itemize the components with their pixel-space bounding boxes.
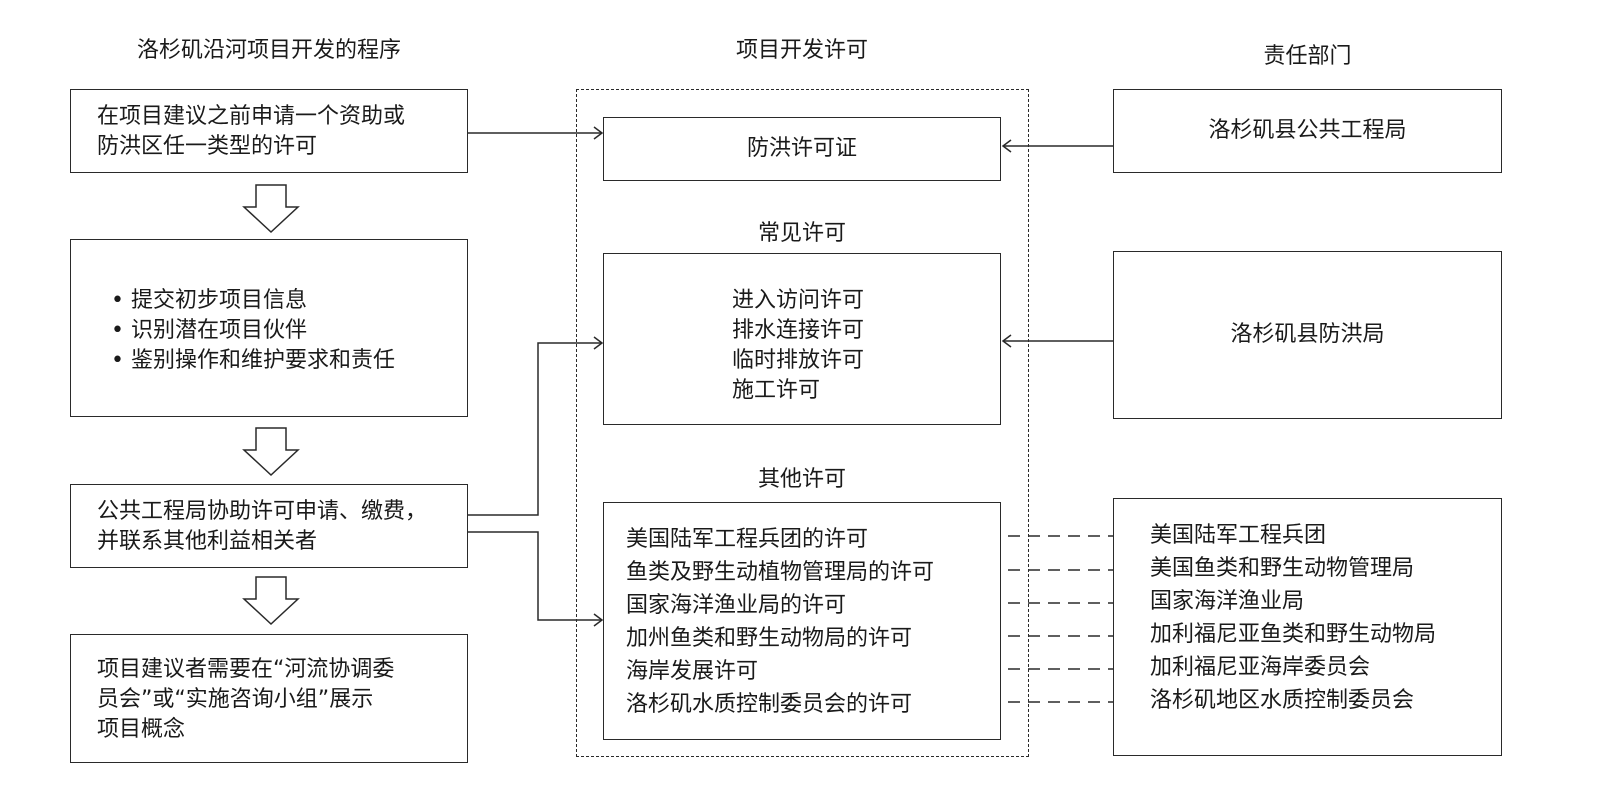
department-other-1: 美国陆军工程兵团 [1150, 523, 1327, 548]
department-other-2: 美国鱼类和野生动物管理局 [1150, 556, 1415, 581]
department-public-works: 洛杉矶县公共工程局 [1113, 89, 1502, 173]
common-permit-1: 进入访问许可 [732, 288, 865, 313]
arrowhead-other-left [593, 613, 604, 627]
common-permits-label: 常见许可 [757, 221, 846, 246]
step3-line-1: 公共工程局协助许可申请、缴费， [97, 499, 428, 524]
arrowhead-flood-right [1001, 139, 1012, 153]
down-arrow-2 [242, 427, 300, 477]
other-permits-label: 其他许可 [757, 467, 846, 492]
step2-bullet-3: 鉴别操作和维护要求和责任 [111, 346, 467, 376]
permits-frame [576, 89, 1029, 757]
arrowhead-common-left [593, 336, 604, 350]
other-permit-2: 鱼类及野生动植物管理局的许可 [626, 560, 935, 585]
flood-control-label: 洛杉矶县防洪局 [1230, 322, 1385, 347]
process-step-4: 项目建议者需要在“河流协调委 员会”或“实施咨询小组”展示 项目概念 [70, 634, 468, 763]
process-step-3: 公共工程局协助许可申请、缴费， 并联系其他利益相关者 [70, 484, 468, 568]
common-permit-4: 施工许可 [732, 378, 821, 403]
arrowhead-common-right [1001, 334, 1012, 348]
header-permits: 项目开发许可 [735, 38, 868, 63]
flood-permit-label: 防洪许可证 [746, 136, 857, 161]
department-others: 美国陆军工程兵团 美国鱼类和野生动物管理局 国家海洋渔业局 加利福尼亚鱼类和野生… [1113, 498, 1502, 756]
other-permit-3: 国家海洋渔业局的许可 [626, 593, 847, 618]
down-arrow-3 [242, 576, 300, 626]
header-process: 洛杉矶沿河项目开发的程序 [136, 38, 401, 63]
down-arrow-1 [242, 184, 300, 234]
common-permit-3: 临时排放许可 [732, 348, 865, 373]
connector-step3-other [468, 531, 602, 621]
public-works-label: 洛杉矶县公共工程局 [1208, 118, 1407, 143]
common-permit-2: 排水连接许可 [732, 318, 865, 343]
step1-line-2: 防洪区任一类型的许可 [97, 134, 318, 159]
step3-line-2: 并联系其他利益相关者 [97, 529, 318, 554]
department-flood-control: 洛杉矶县防洪局 [1113, 251, 1502, 419]
step2-bullet-1: 提交初步项目信息 [111, 286, 467, 316]
other-permits-box: 美国陆军工程兵团的许可 鱼类及野生动植物管理局的许可 国家海洋渔业局的许可 加州… [603, 502, 1001, 740]
department-other-6: 洛杉矶地区水质控制委员会 [1150, 688, 1415, 713]
other-permit-5: 海岸发展许可 [626, 659, 759, 684]
other-permit-1: 美国陆军工程兵团的许可 [626, 527, 869, 552]
department-other-5: 加利福尼亚海岸委员会 [1150, 655, 1371, 680]
header-departments: 责任部门 [1263, 44, 1352, 69]
arrowhead-flood-left [593, 126, 604, 140]
department-other-3: 国家海洋渔业局 [1150, 589, 1305, 614]
flood-permit-box: 防洪许可证 [603, 117, 1001, 181]
connector-step3-common [468, 342, 602, 516]
other-permit-6: 洛杉矶水质控制委员会的许可 [626, 692, 913, 717]
process-step-1: 在项目建议之前申请一个资助或 防洪区任一类型的许可 [70, 89, 468, 173]
other-permit-4: 加州鱼类和野生动物局的许可 [626, 626, 913, 651]
step4-line-3: 项目概念 [97, 717, 186, 742]
step1-line-1: 在项目建议之前申请一个资助或 [97, 104, 406, 129]
step2-bullet-list: 提交初步项目信息 识别潜在项目伙伴 鉴别操作和维护要求和责任 [111, 286, 467, 376]
step4-line-1: 项目建议者需要在“河流协调委 [97, 657, 395, 682]
common-permits-box: 进入访问许可 排水连接许可 临时排放许可 施工许可 [603, 253, 1001, 425]
step2-bullet-2: 识别潜在项目伙伴 [111, 316, 467, 346]
department-other-4: 加利福尼亚鱼类和野生动物局 [1150, 622, 1437, 647]
step4-line-2: 员会”或“实施咨询小组”展示 [97, 687, 374, 712]
process-step-2: 提交初步项目信息 识别潜在项目伙伴 鉴别操作和维护要求和责任 [70, 239, 468, 417]
